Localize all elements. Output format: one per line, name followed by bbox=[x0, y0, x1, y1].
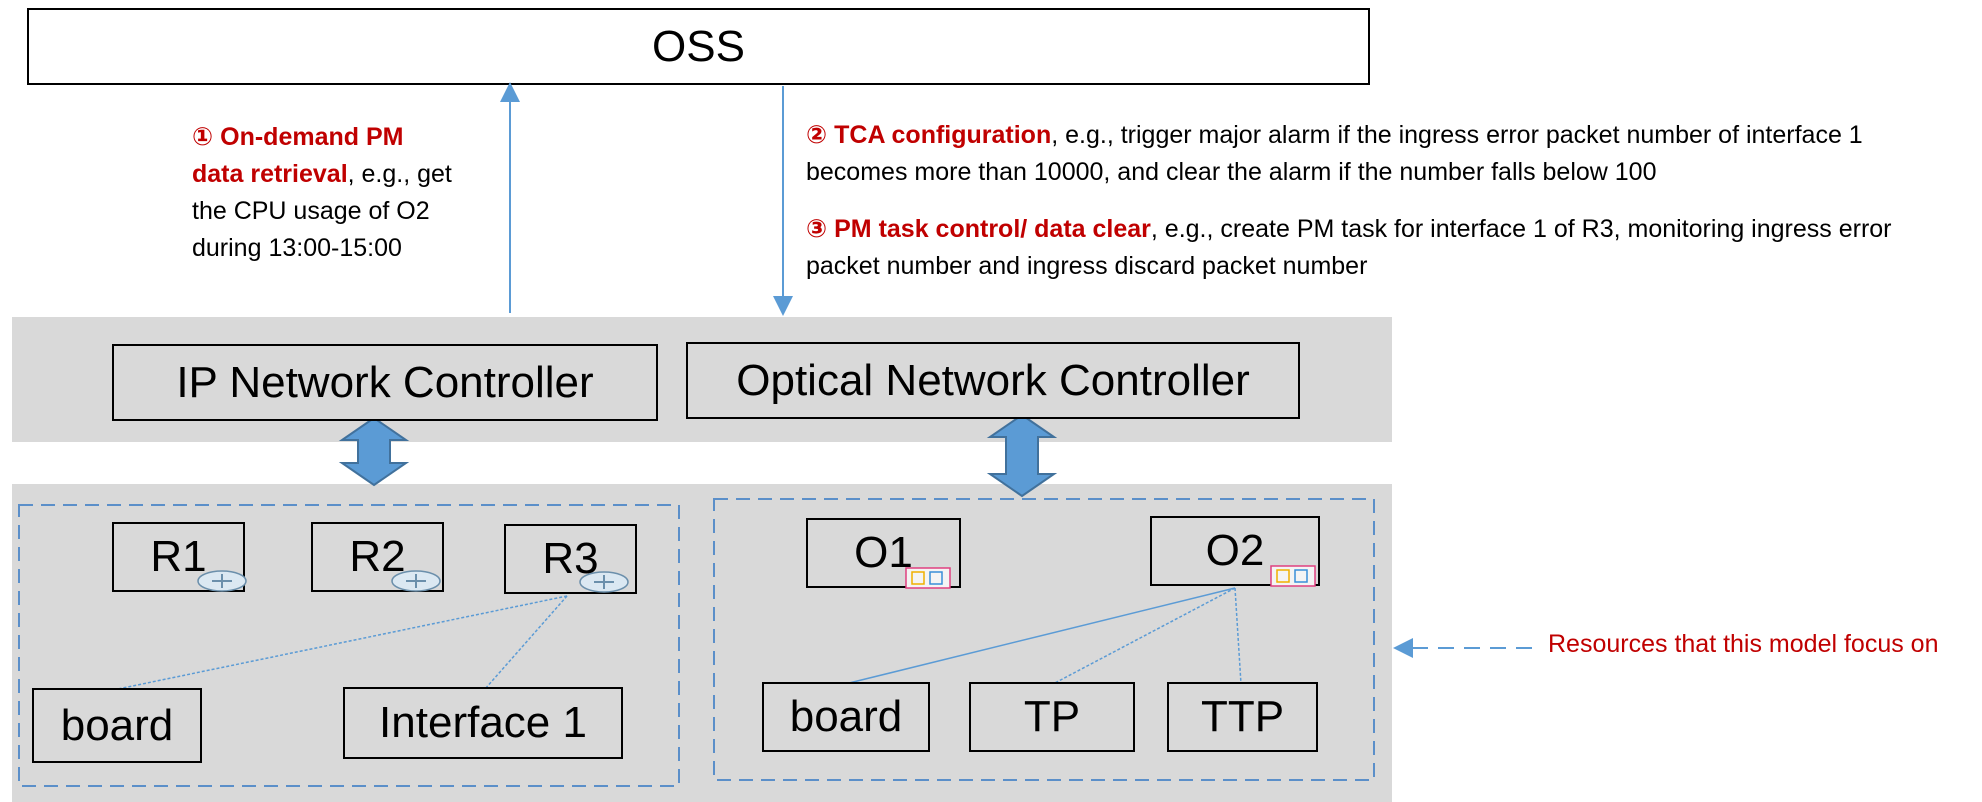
ip-interface-label: Interface 1 bbox=[379, 698, 587, 747]
router-r2[interactable]: R2 bbox=[311, 522, 444, 592]
optical-controller-label: Optical Network Controller bbox=[736, 355, 1250, 405]
optical-double-arrow-shape bbox=[986, 413, 1058, 498]
annotation-retrieval: ① On-demand PM data retrieval, e.g., get… bbox=[192, 119, 460, 267]
o2-board-link bbox=[844, 587, 1236, 685]
optical-tp-label: TP bbox=[1023, 692, 1081, 741]
optical-node-o1-label: O1 bbox=[854, 528, 913, 577]
r3-interface-link bbox=[484, 595, 568, 690]
ip-controller-label: IP Network Controller bbox=[176, 357, 594, 407]
ip-board-label: board bbox=[60, 700, 174, 750]
router-icon bbox=[578, 569, 630, 595]
optical-tp[interactable]: TP bbox=[969, 682, 1135, 752]
router-icon bbox=[390, 568, 442, 594]
optical-board-label: board bbox=[789, 692, 903, 741]
annotation-1-text: , e.g., get the CPU usage of O2 during 1… bbox=[192, 160, 452, 262]
o2-ttp-link bbox=[1234, 587, 1242, 685]
r3-board-link bbox=[117, 595, 568, 690]
optical-domain-border bbox=[713, 498, 1375, 781]
ip-board[interactable]: board bbox=[32, 688, 202, 763]
optical-ttp-label: TTP bbox=[1200, 692, 1285, 741]
optical-node-o2[interactable]: O2 bbox=[1150, 516, 1320, 586]
annotation-3-text: , e.g., create PM task for interface 1 o… bbox=[806, 215, 1892, 280]
router-r2-label: R2 bbox=[349, 532, 406, 581]
ip-double-arrow-shape bbox=[338, 416, 410, 487]
optical-network-controller[interactable]: Optical Network Controller bbox=[686, 342, 1300, 419]
optical-node-o2-label: O2 bbox=[1205, 526, 1265, 575]
legend-text: Resources that this model focus on bbox=[1548, 630, 1939, 658]
optical-ne-icon bbox=[1269, 564, 1317, 588]
optical-node-o1[interactable]: O1 bbox=[806, 518, 961, 588]
oss-label: OSS bbox=[652, 21, 745, 71]
annotation-2-title: TCA configuration bbox=[834, 121, 1052, 149]
annotation-1-title: On-demand PM data retrieval bbox=[192, 123, 404, 188]
ip-interface-1[interactable]: Interface 1 bbox=[343, 687, 623, 759]
annotation-3-title: PM task control/ data clear bbox=[834, 215, 1151, 243]
annotation-2-text: , e.g., trigger major alarm if the ingre… bbox=[806, 121, 1863, 186]
ip-network-controller[interactable]: IP Network Controller bbox=[112, 344, 658, 421]
annotation-2-number: ② bbox=[806, 121, 828, 149]
annotation-tca: ② TCA configuration, e.g., trigger major… bbox=[806, 117, 1886, 191]
router-icon bbox=[196, 568, 248, 594]
annotation-1-number: ① bbox=[192, 123, 214, 151]
optical-ne-icon bbox=[904, 566, 952, 590]
annotation-task-control: ③ PM task control/ data clear, e.g., cre… bbox=[806, 211, 1936, 285]
o2-tp-link bbox=[1052, 587, 1236, 685]
optical-ttp[interactable]: TTP bbox=[1167, 682, 1318, 752]
router-r1-label: R1 bbox=[150, 532, 207, 581]
annotation-3-number: ③ bbox=[806, 215, 828, 243]
ip-domain-border bbox=[18, 504, 680, 787]
oss-box[interactable]: OSS bbox=[27, 8, 1370, 85]
optical-board[interactable]: board bbox=[762, 682, 930, 752]
